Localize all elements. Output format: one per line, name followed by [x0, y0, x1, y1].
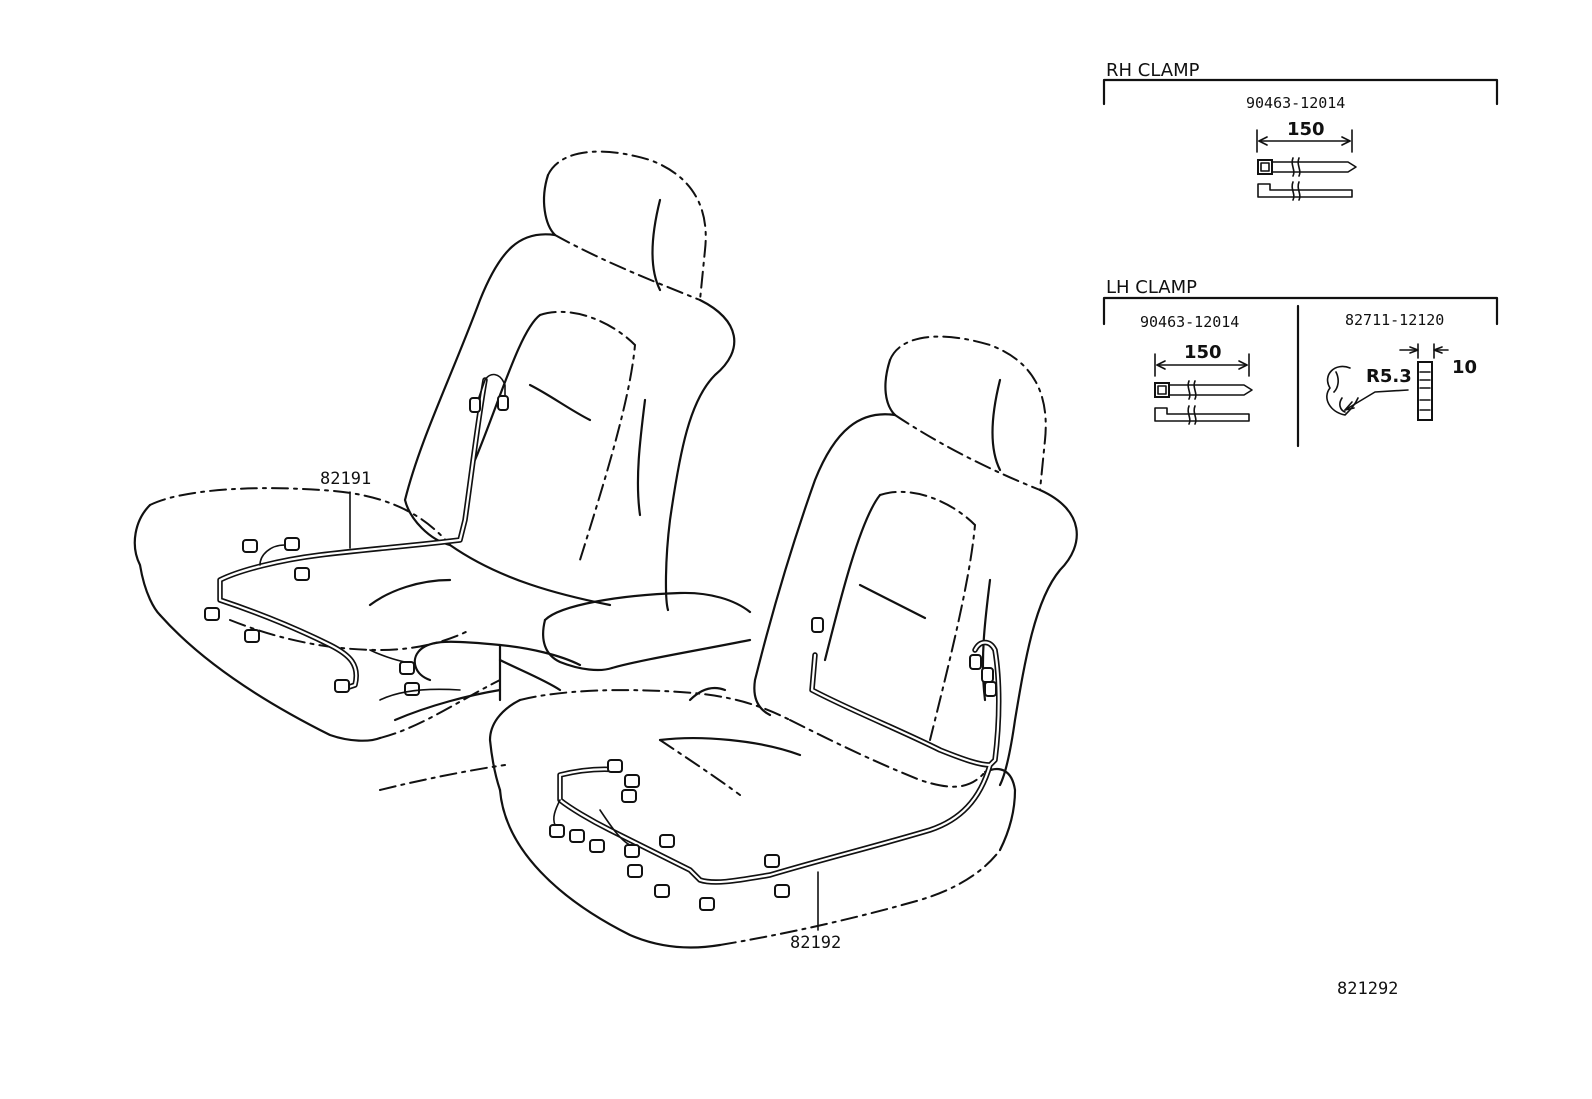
lh-clamp-radius: R5.3 [1366, 366, 1412, 387]
lh-clamp-tie-icon [1154, 353, 1253, 425]
rh-clamp-part-number: 90463-12014 [1246, 94, 1345, 112]
left-seat-illustration [133, 150, 752, 791]
rh-clamp-panel: RH CLAMP 90463-12014 150 [1102, 60, 1499, 201]
rh-clamp-tie-icon [1256, 129, 1357, 201]
right-seat-illustration [488, 335, 1078, 949]
lh-clamp-left-part-number: 90463-12014 [1140, 313, 1239, 331]
lh-clamp-left-length: 150 [1184, 342, 1222, 363]
lh-clamp-width: 10 [1452, 357, 1477, 378]
rh-clamp-title: RH CLAMP [1106, 60, 1200, 81]
callout-82191: 82191 [320, 469, 371, 489]
callout-82192: 82192 [790, 933, 841, 953]
rh-clamp-length: 150 [1287, 119, 1325, 140]
lh-clamp-right-part-number: 82711-12120 [1345, 311, 1444, 329]
illustration-number: 821292 [1337, 979, 1398, 999]
lh-clamp-clip-icon [1326, 343, 1449, 421]
lh-clamp-title: LH CLAMP [1106, 277, 1197, 298]
lh-clamp-panel: LH CLAMP 90463-12014 150 82711-12120 [1102, 277, 1499, 448]
